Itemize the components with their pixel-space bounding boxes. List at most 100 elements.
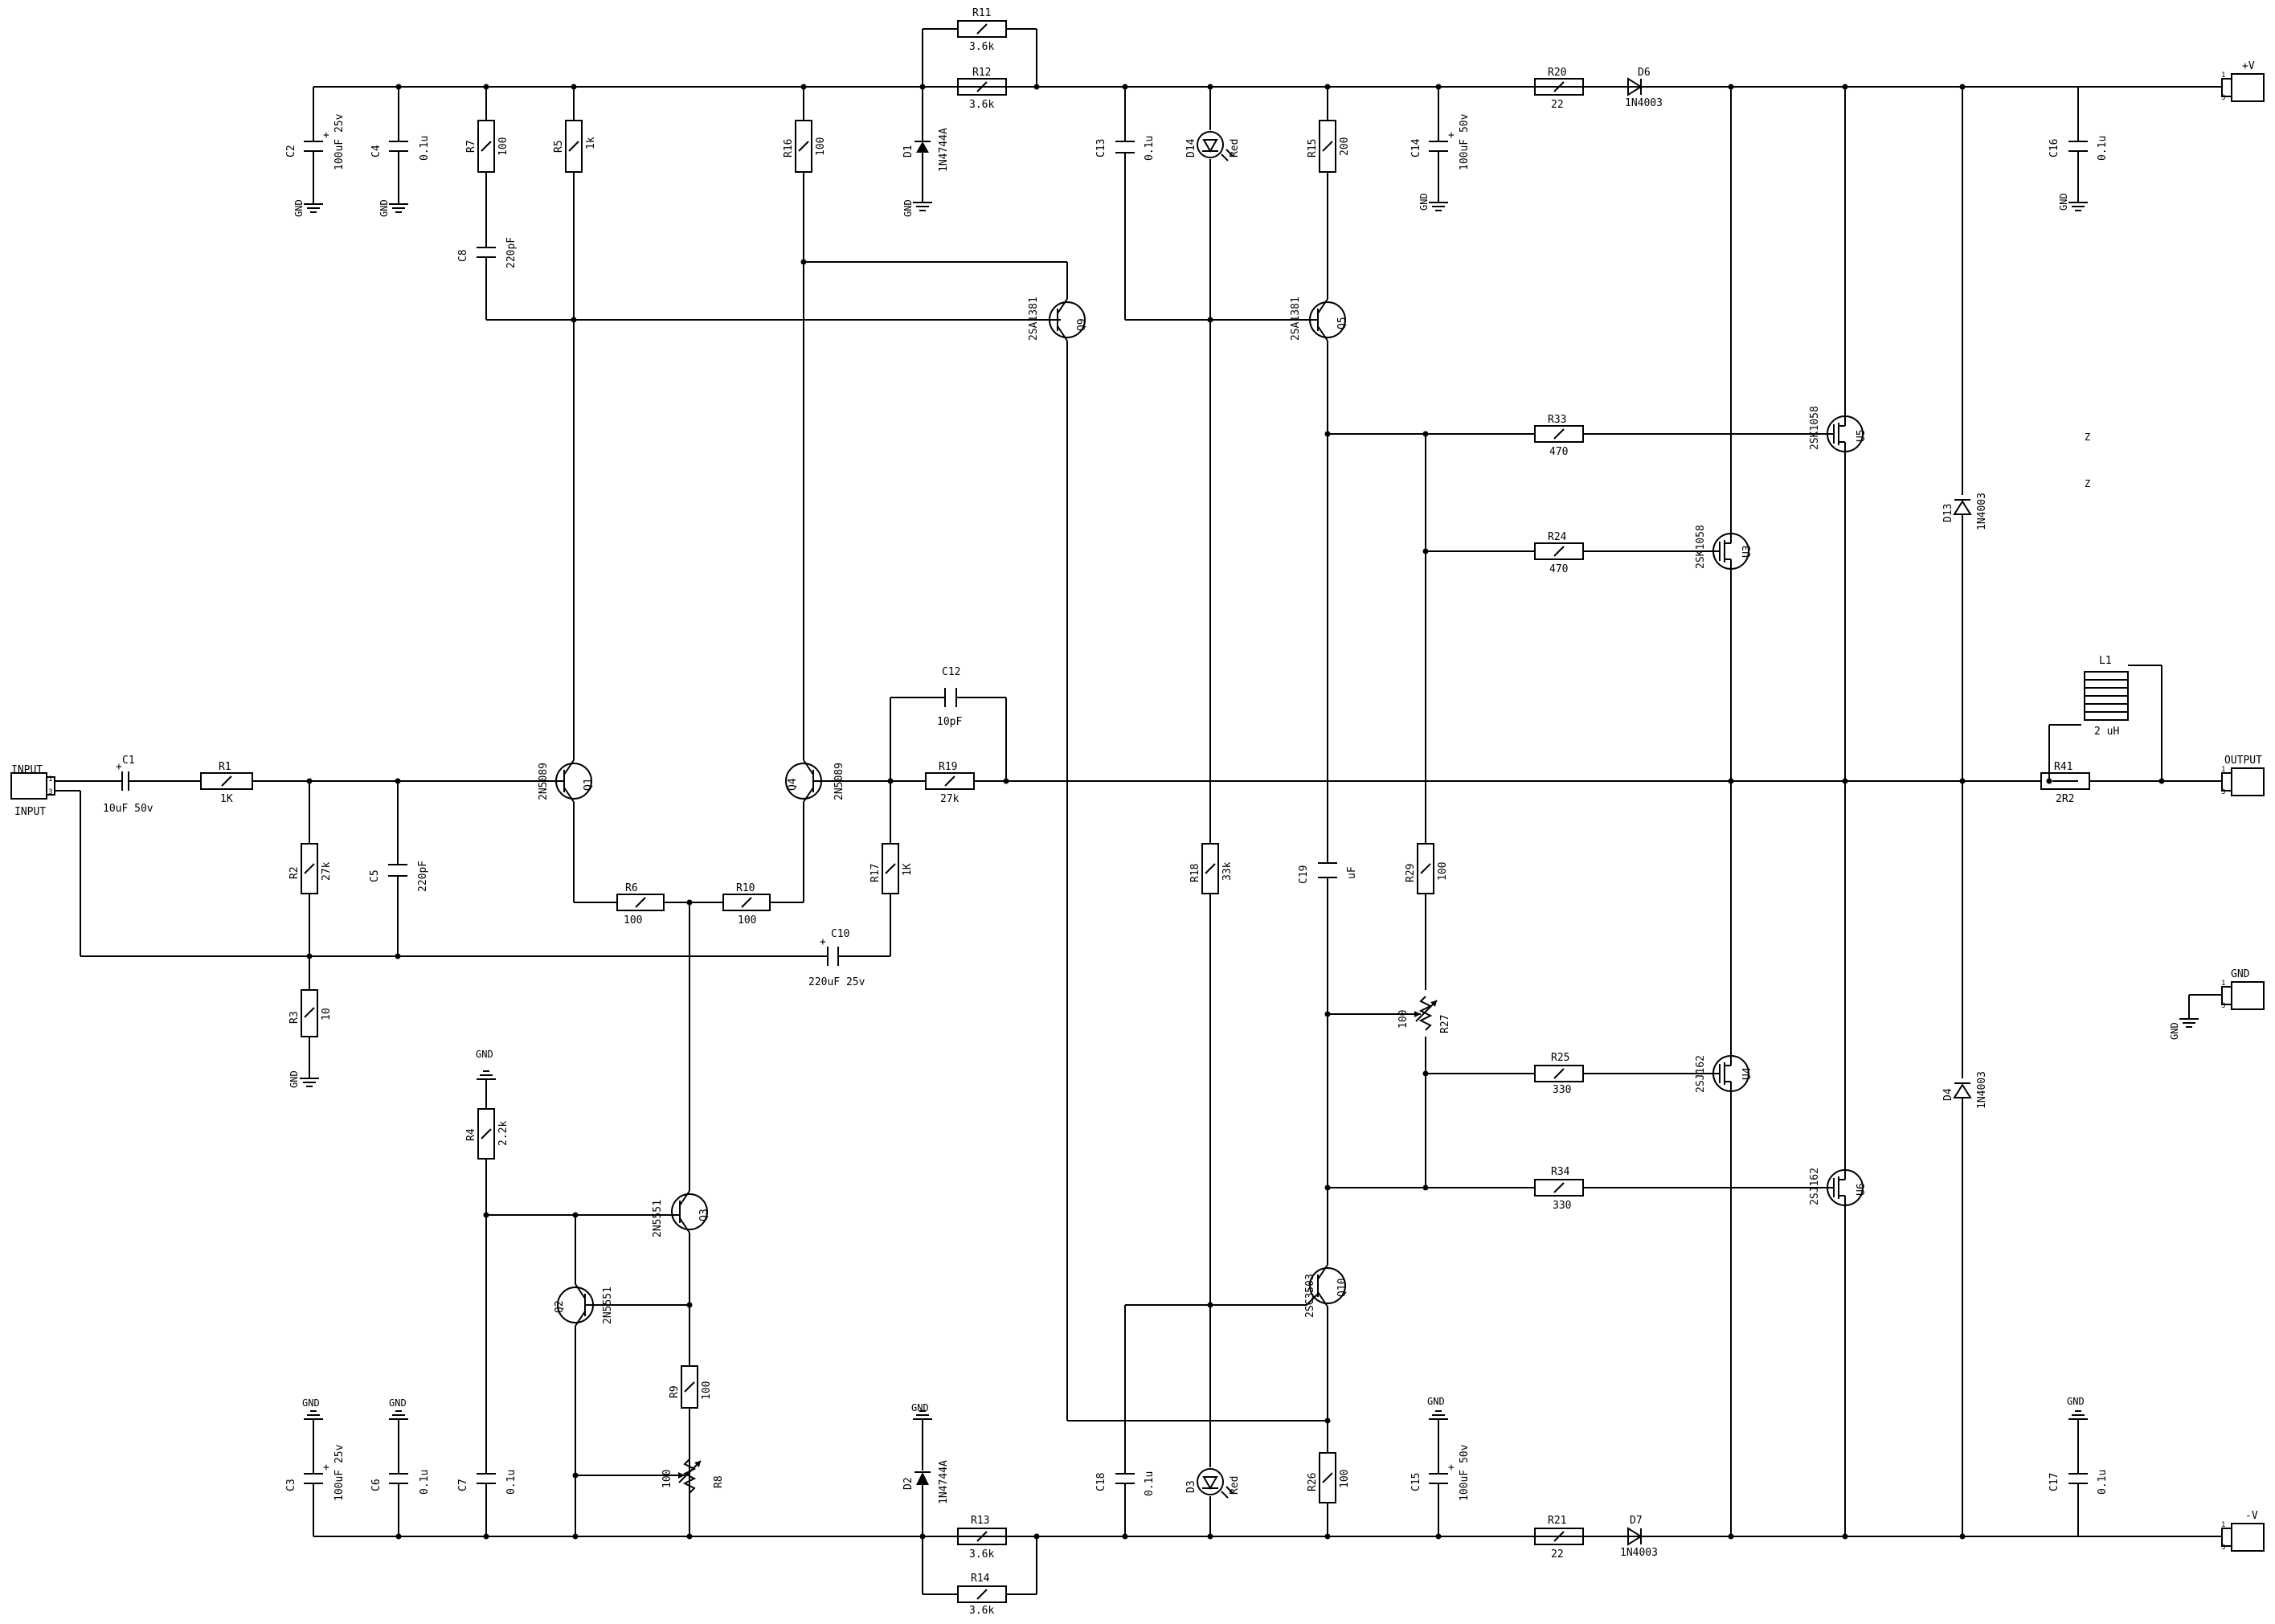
capacitor-C15-ref: C15 <box>1410 1473 1422 1491</box>
capacitor-C1-value: 10uF 50v <box>103 803 153 815</box>
capacitor-C8: C8 220pF <box>457 237 518 268</box>
capacitor-C19-value: uF <box>1346 866 1358 879</box>
resistor-R29: R29 100 <box>1405 843 1449 894</box>
resistor-R2-value: 27k <box>321 861 333 881</box>
transistor-Q1-ref: Q1 <box>583 778 595 791</box>
connector-minus-v-ref: -V <box>2245 1510 2258 1522</box>
resistor-R24: R24 470 <box>1534 531 1584 575</box>
led-D14: D14 Red <box>1185 131 1241 162</box>
ground-labels: GND GND GND GND GND GND GND GND GND GND … <box>288 193 2180 1413</box>
zener-D2: D2 1N4744A <box>902 1460 950 1504</box>
transistor-Q3: Q3 2N5551 <box>652 1190 710 1237</box>
resistor-R7-ref: R7 <box>465 140 477 153</box>
svg-text:+: + <box>323 1462 329 1474</box>
svg-text:+: + <box>1448 129 1455 141</box>
resistor-R9-value: 100 <box>701 1381 713 1400</box>
capacitor-C5-ref: C5 <box>369 869 381 882</box>
mosfet-U4-ref: U4 <box>1741 1067 1753 1080</box>
capacitor-C17-ref: C17 <box>2048 1473 2060 1491</box>
resistor-R5-ref: R5 <box>553 140 565 153</box>
capacitor-C2: + C2 100uF 25v <box>285 113 346 170</box>
resistor-R3: R3 10 <box>288 989 333 1037</box>
capacitor-C12-ref: C12 <box>942 666 960 678</box>
led-D3-ref: D3 <box>1185 1480 1197 1493</box>
connector-input: INPUT INPUT 13 <box>10 764 55 818</box>
potentiometer-R8-value: 100 <box>661 1470 673 1488</box>
resistor-R19-ref: R19 <box>939 761 957 773</box>
svg-text:3: 3 <box>2221 94 2225 102</box>
resistor-R1-ref: R1 <box>219 761 231 773</box>
resistor-R26: R26 100 <box>1307 1452 1351 1503</box>
resistor-R15-ref: R15 <box>1307 139 1319 157</box>
resistor-R20-ref: R20 <box>1548 67 1566 79</box>
capacitor-C13: C13 0.1u <box>1095 136 1156 161</box>
led-D3: D3 Red <box>1185 1468 1241 1499</box>
resistor-R3-ref: R3 <box>288 1011 301 1024</box>
diode-D7: D7 1N4003 <box>1620 1515 1658 1559</box>
transistor-Q3-ref: Q3 <box>698 1209 710 1221</box>
gnd-label: GND <box>476 1049 493 1060</box>
capacitor-C16-value: 0.1u <box>2097 136 2109 161</box>
svg-text:3: 3 <box>2221 788 2225 796</box>
resistor-R6-ref: R6 <box>625 882 638 894</box>
diode-D13-ref: D13 <box>1942 504 1954 522</box>
zener-D2-ref: D2 <box>902 1477 915 1490</box>
resistor-R13: R13 3.6k <box>957 1515 1007 1561</box>
resistor-R14-value: 3.6k <box>969 1605 994 1617</box>
capacitor-C19: C19 uF <box>1298 862 1358 884</box>
resistor-R24-ref: R24 <box>1548 531 1567 543</box>
gnd-label: GND <box>2169 1022 2180 1040</box>
z-marker: Z <box>2085 432 2090 443</box>
capacitor-C14-ref: C14 <box>1410 138 1422 157</box>
resistor-R41: R41 2R2 <box>2040 761 2090 805</box>
capacitor-C2-ref: C2 <box>285 145 297 157</box>
potentiometer-R27-value: 100 <box>1397 1010 1410 1029</box>
resistor-R34-value: 330 <box>1553 1200 1571 1212</box>
capacitor-C8-ref: C8 <box>457 249 469 262</box>
mosfet-U5-value: 2SK1058 <box>1809 406 1821 450</box>
resistor-R25-ref: R25 <box>1551 1052 1569 1064</box>
transistor-Q1: Q1 2N5089 <box>538 759 595 803</box>
gnd-label: GND <box>2067 1396 2085 1407</box>
zener-D1-value: 1N4744A <box>938 128 950 172</box>
mosfet-U3: U3 2SK1058 <box>1695 525 1753 572</box>
connector-output: OUTPUT 13 <box>2221 755 2265 796</box>
potentiometer-R27-ref: R27 <box>1439 1015 1451 1033</box>
gnd-label: GND <box>378 199 390 217</box>
mosfet-U6: U6 2SJ162 <box>1809 1167 1868 1209</box>
resistor-R10: R10 100 <box>722 882 771 927</box>
capacitor-C7: C7 0.1u <box>457 1470 518 1495</box>
capacitor-C13-ref: C13 <box>1095 139 1107 157</box>
diode-D6: D6 1N4003 <box>1607 67 1663 109</box>
resistor-R16-value: 100 <box>815 137 827 156</box>
connector-gnd-ref: GND <box>2231 968 2250 980</box>
transistor-Q2-ref: Q2 <box>554 1300 566 1313</box>
capacitor-C3-ref: C3 <box>285 1479 297 1491</box>
resistor-R4-value: 2.2k <box>497 1121 509 1146</box>
resistor-R10-value: 100 <box>738 914 756 927</box>
resistor-R17: R17 1K <box>869 843 914 894</box>
capacitor-C6-value: 0.1u <box>419 1470 431 1495</box>
transistor-Q1-value: 2N5089 <box>538 763 550 800</box>
resistor-R5-value: 1k <box>585 137 597 149</box>
resistor-R7-value: 100 <box>497 137 509 156</box>
resistor-R12-ref: R12 <box>972 67 991 79</box>
resistor-R12-value: 3.6k <box>969 99 994 111</box>
mosfet-U5: U5 2SK1058 <box>1809 406 1868 455</box>
resistor-R17-value: 1K <box>902 863 914 876</box>
capacitor-C6: C6 0.1u <box>370 1470 431 1495</box>
mosfet-U3-value: 2SK1058 <box>1695 525 1707 569</box>
capacitor-C10-value: 220uF 25v <box>808 976 865 988</box>
connector-gnd: GND 13 <box>2221 968 2265 1010</box>
gnd-label: GND <box>902 199 914 217</box>
mosfet-U6-ref: U6 <box>1856 1183 1868 1196</box>
resistor-R2: R2 27k <box>288 843 333 894</box>
capacitor-C12: C12 10pF <box>937 666 962 728</box>
resistor-R18-ref: R18 <box>1189 864 1201 882</box>
led-D3-value: Red <box>1229 1476 1241 1495</box>
transistor-Q5-value: 2SA1381 <box>1290 297 1302 341</box>
capacitor-C2-value: 100uF 25v <box>333 113 346 170</box>
resistor-R25: R25 330 <box>1534 1052 1584 1096</box>
svg-text:+: + <box>820 936 826 948</box>
